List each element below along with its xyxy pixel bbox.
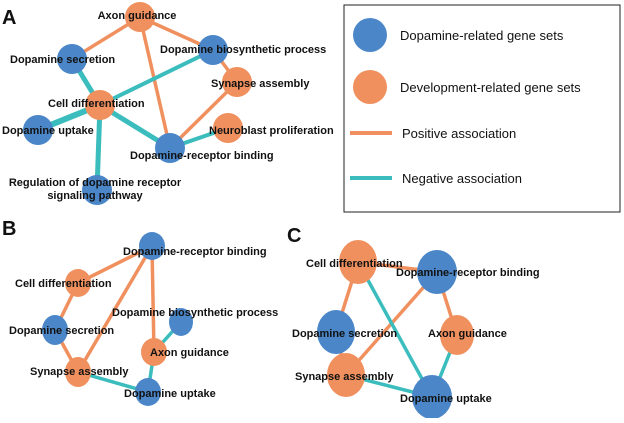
node-label-bio: Dopamine biosynthetic process — [160, 44, 326, 56]
legend: Dopamine-related gene setsDevelopment-re… — [343, 4, 621, 213]
node-bio — [169, 308, 193, 336]
legend-label-positive: Positive association — [402, 126, 516, 141]
node-label-upt: Dopamine uptake — [124, 388, 216, 400]
node-label-drb: Dopamine-receptor binding — [123, 246, 267, 258]
panel-label-a: A — [2, 7, 16, 29]
legend-label-development: Development-related gene sets — [400, 80, 581, 95]
edge-negative-cell-upt — [356, 261, 434, 398]
node-label-sec: Dopamine secretion — [292, 328, 397, 340]
node-neuro — [213, 113, 243, 143]
node-cell — [65, 269, 91, 297]
edge-positive-drb-cell — [77, 244, 153, 285]
node-label-cell: Cell differentiation — [48, 98, 145, 110]
panel-label-b: B — [2, 218, 16, 240]
node-reg — [82, 175, 112, 205]
node-upt — [135, 378, 161, 406]
node-cell — [85, 90, 115, 120]
node-label-syn: Synapse assembly — [211, 78, 310, 90]
node-label-sec: Dopamine secretion — [10, 54, 115, 66]
node-label-syn: Synapse assembly — [30, 366, 129, 378]
node-label-bio: Dopamine biosynthetic process — [112, 307, 278, 319]
node-axon — [440, 315, 474, 355]
node-bio — [198, 35, 228, 65]
edge-positive-drb-syn — [76, 245, 154, 373]
node-label-neuro: Neuroblast proliferation — [209, 125, 334, 137]
node-drb — [417, 250, 457, 294]
node-label-cell: Cell differentiation — [15, 278, 112, 290]
node-label-upt: Dopamine uptake — [400, 393, 492, 405]
node-syn — [65, 357, 91, 387]
node-syn — [327, 353, 365, 397]
node-upt — [412, 375, 452, 419]
node-cell — [339, 240, 377, 284]
node-sec — [57, 44, 87, 74]
node-drb — [139, 232, 165, 260]
edge-positive-syn-drb — [168, 80, 239, 150]
node-axon — [125, 2, 155, 32]
node-label-reg-line2: signaling pathway — [47, 190, 143, 202]
legend-swatch-development — [353, 70, 387, 104]
node-label-upt: Dopamine uptake — [2, 125, 94, 137]
node-label-axon: Axon guidance — [98, 10, 177, 22]
node-label-axon: Axon guidance — [150, 347, 229, 359]
node-syn — [222, 67, 252, 97]
node-label-drb: Dopamine-receptor binding — [396, 267, 540, 279]
node-label-cell: Cell differentiation — [306, 258, 403, 270]
edge-positive-axon-drb — [138, 16, 172, 149]
legend-label-negative: Negative association — [402, 171, 522, 186]
node-label-drb: Dopamine-receptor binding — [130, 150, 274, 162]
edge-positive-drb-axon — [150, 245, 156, 353]
legend-label-dopamine: Dopamine-related gene sets — [400, 28, 564, 43]
node-upt — [23, 115, 53, 145]
node-label-axon: Axon guidance — [428, 328, 507, 340]
node-sec — [317, 310, 355, 354]
node-axon — [141, 338, 167, 366]
edge-negative-cell-bio — [99, 48, 214, 107]
legend-swatch-dopamine — [353, 18, 387, 52]
node-label-sec: Dopamine secretion — [9, 325, 114, 337]
node-sec — [42, 315, 68, 345]
node-label-reg: Regulation of dopamine receptor — [9, 177, 182, 189]
panel-label-c: C — [287, 225, 301, 247]
node-label-syn: Synapse assembly — [295, 371, 394, 383]
node-drb — [155, 133, 185, 163]
